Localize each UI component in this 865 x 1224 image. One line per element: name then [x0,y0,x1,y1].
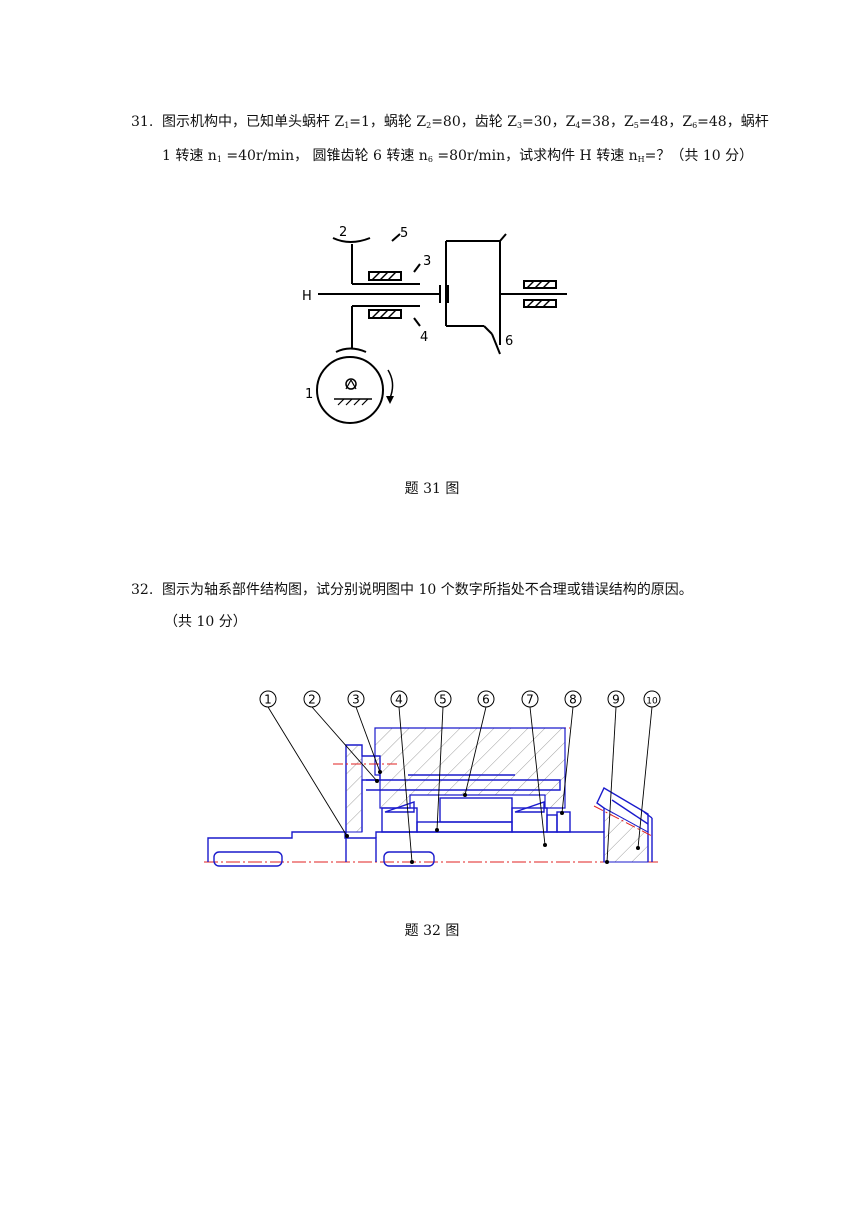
callout-1: 1 [259,690,349,838]
callout-3: 3 [347,690,382,774]
callout-6: 6 [463,690,495,797]
q31-text-line1: 图示机构中，已知单头蜗杆 Z1=1，蜗轮 Z2=80，齿轮 Z3=30，Z4=3… [162,114,769,130]
callout-4: 4 [390,690,414,864]
label-4: 4 [420,330,428,345]
label-6: 6 [505,334,513,349]
callout-7: 7 [521,690,547,847]
svg-text:5: 5 [439,693,447,707]
rotation-arrow-icon [387,369,394,399]
q32-text-line2: （共 10 分） [164,614,247,630]
callout-9: 9 [605,690,625,864]
svg-text:1: 1 [264,693,272,707]
q32-caption: 题 32 图 [404,923,460,939]
svg-text:3: 3 [352,693,360,707]
label-1: 1 [305,387,313,402]
worm-circle [316,356,384,424]
svg-text:9: 9 [612,693,620,707]
label-3: 3 [423,254,431,269]
callout-5: 5 [434,690,452,832]
callout-2: 2 [303,690,379,783]
label-H: H [302,289,312,304]
q32-number: 32. [131,582,154,598]
svg-text:7: 7 [526,693,534,707]
callout-10: 10 [636,690,661,850]
svg-text:4: 4 [395,693,403,707]
q32-text-line1: 图示为轴系部件结构图，试分别说明图中 10 个数字所指处不合理或错误结构的原因。 [162,582,693,598]
svg-text:8: 8 [569,693,577,707]
worm-wheel-arc [332,237,371,243]
callout-8: 8 [560,690,582,815]
label-2: 2 [339,225,347,240]
label-5: 5 [400,226,408,241]
q31-caption: 题 31 图 [404,481,460,497]
q31-number: 31. [131,114,154,130]
svg-text:2: 2 [308,693,316,707]
q31-text-line2: 1 转速 n1 =40r/min， 圆锥齿轮 6 转速 n6 =80r/min，… [162,148,754,164]
svg-text:10: 10 [646,697,658,707]
svg-text:6: 6 [482,693,490,707]
